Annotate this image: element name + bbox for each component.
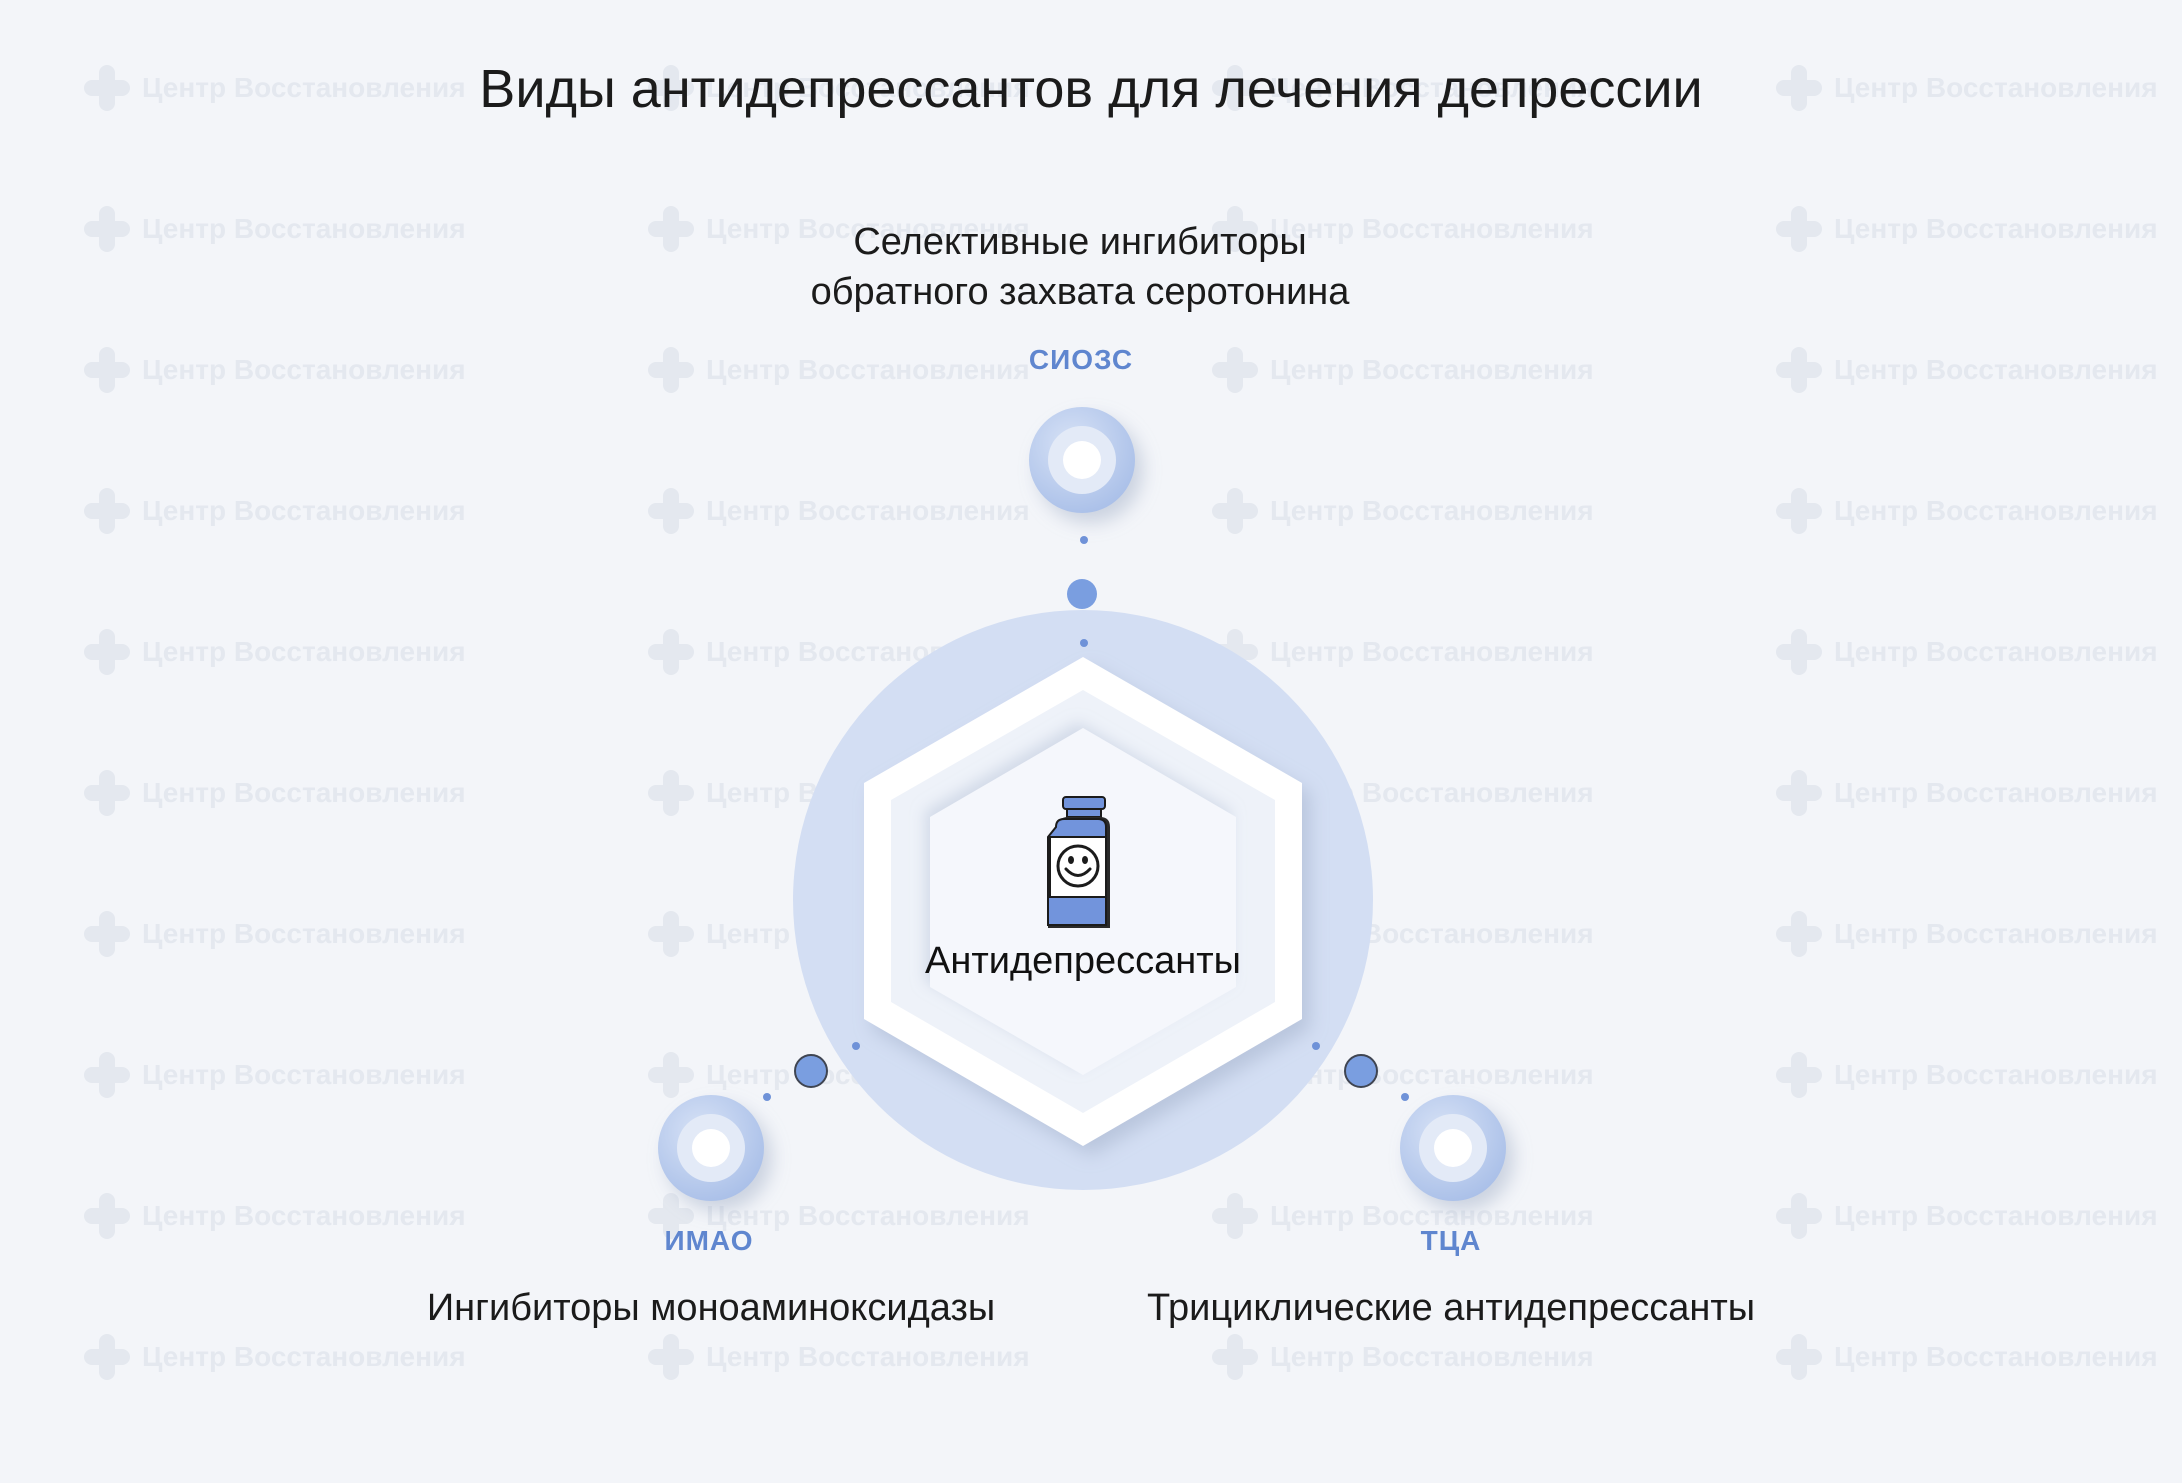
connector-dot-small [1080,639,1088,647]
connector-dot-small [1401,1093,1409,1101]
tca-abbr: ТЦА [1420,1225,1482,1256]
smiley-pill-bottle-icon [1047,796,1110,928]
connector-dot [794,1054,828,1088]
connector-dot [1067,579,1097,609]
connector-dot-small [1312,1042,1320,1050]
tca-node [1400,1095,1506,1201]
connector-dot-small [852,1042,860,1050]
ssri-label: Селективные ингибиторы обратного захвата… [700,217,1460,317]
connector-dot [1344,1054,1378,1088]
maoi-abbr: ИМАО [664,1225,754,1256]
page-title: Виды антидепрессантов для лечения депрес… [479,59,1703,119]
ssri-label-line2: обратного захвата серотонина [810,271,1350,313]
connector-dot-small [1080,536,1088,544]
ssri-label-line1: Селективные ингибиторы [853,221,1307,263]
maoi-label: Ингибиторы моноаминоксидазы [426,1287,996,1329]
ssri-node [1029,407,1135,513]
connector-dot-small [763,1093,771,1101]
center-label: Антидепрессанты [925,940,1241,982]
maoi-node [658,1095,764,1201]
ssri-abbr: СИОЗС [1028,344,1134,375]
tca-label: Трициклические антидепрессанты [1146,1287,1756,1329]
